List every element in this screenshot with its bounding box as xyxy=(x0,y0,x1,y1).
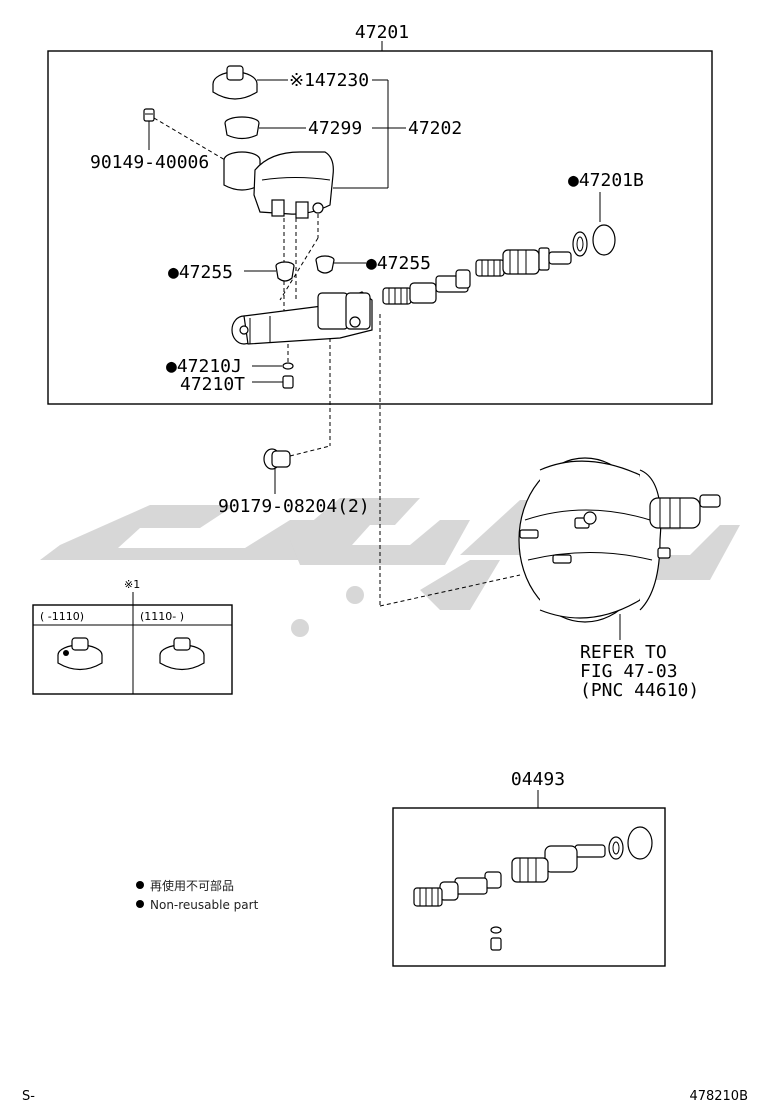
brake-booster-part xyxy=(518,457,721,623)
stop-bolt-part xyxy=(282,375,294,389)
kit-frame xyxy=(392,807,666,967)
stop-bolt-label: 47210T xyxy=(180,374,245,395)
kit-right-label: ●47201B xyxy=(568,170,644,191)
screw-label: 90149-40006 xyxy=(90,152,209,173)
booster-dash-angle xyxy=(379,574,521,607)
refer-line1: REFER TO xyxy=(580,642,667,663)
union-dash xyxy=(289,445,331,457)
variant-cap-old xyxy=(57,637,103,671)
legend-line2: Non-reusable part xyxy=(150,898,259,912)
kit-label: 04493 xyxy=(511,769,565,790)
dash-screw-2 xyxy=(279,237,319,301)
union-part xyxy=(263,448,291,470)
piston-secondary-part xyxy=(382,269,471,305)
legend-line1: 再使用不可部品 xyxy=(150,878,234,893)
strainer-part xyxy=(224,116,260,140)
assembly-frame xyxy=(47,50,713,405)
variant-cap-new xyxy=(159,637,205,671)
reservoir-sub-label: 47202 xyxy=(408,118,462,139)
reservoir-body-part xyxy=(223,151,334,219)
legend-bullet-2 xyxy=(136,900,144,908)
reservoir-cap-label: ※147230 xyxy=(289,70,369,91)
assembly-label: 47201 xyxy=(355,22,409,43)
master-cylinder-part xyxy=(231,291,373,345)
seal-ring-part xyxy=(592,224,616,256)
piston-primary-part xyxy=(475,247,572,277)
screw-part xyxy=(143,108,155,122)
legend-bullet-1 xyxy=(136,881,144,889)
reservoir-cap-part xyxy=(212,65,258,100)
strainer-label: 47299 xyxy=(308,118,362,139)
footer-right: 478210B xyxy=(689,1089,748,1104)
grommet-left-label: ●47255 xyxy=(168,262,233,283)
grommet-right-part xyxy=(315,255,335,274)
union-label: 90179-08204(2) xyxy=(218,496,370,517)
gasket-part xyxy=(282,362,294,370)
snap-ring-part xyxy=(572,231,588,257)
variant-col2-header: (1110- ) xyxy=(140,610,184,623)
refer-line3: (PNC 44610) xyxy=(580,680,699,701)
grommet-right-label: ●47255 xyxy=(366,253,431,274)
kit-contents xyxy=(413,826,653,951)
gasket-label: ●47210J xyxy=(166,356,242,377)
grommet-left-part xyxy=(275,261,295,282)
footer-left: S- xyxy=(22,1089,35,1104)
refer-line2: FIG 47-03 xyxy=(580,661,678,682)
variant-marker: ※1 xyxy=(124,578,140,591)
variant-col1-header: ( -1110) xyxy=(40,610,84,623)
